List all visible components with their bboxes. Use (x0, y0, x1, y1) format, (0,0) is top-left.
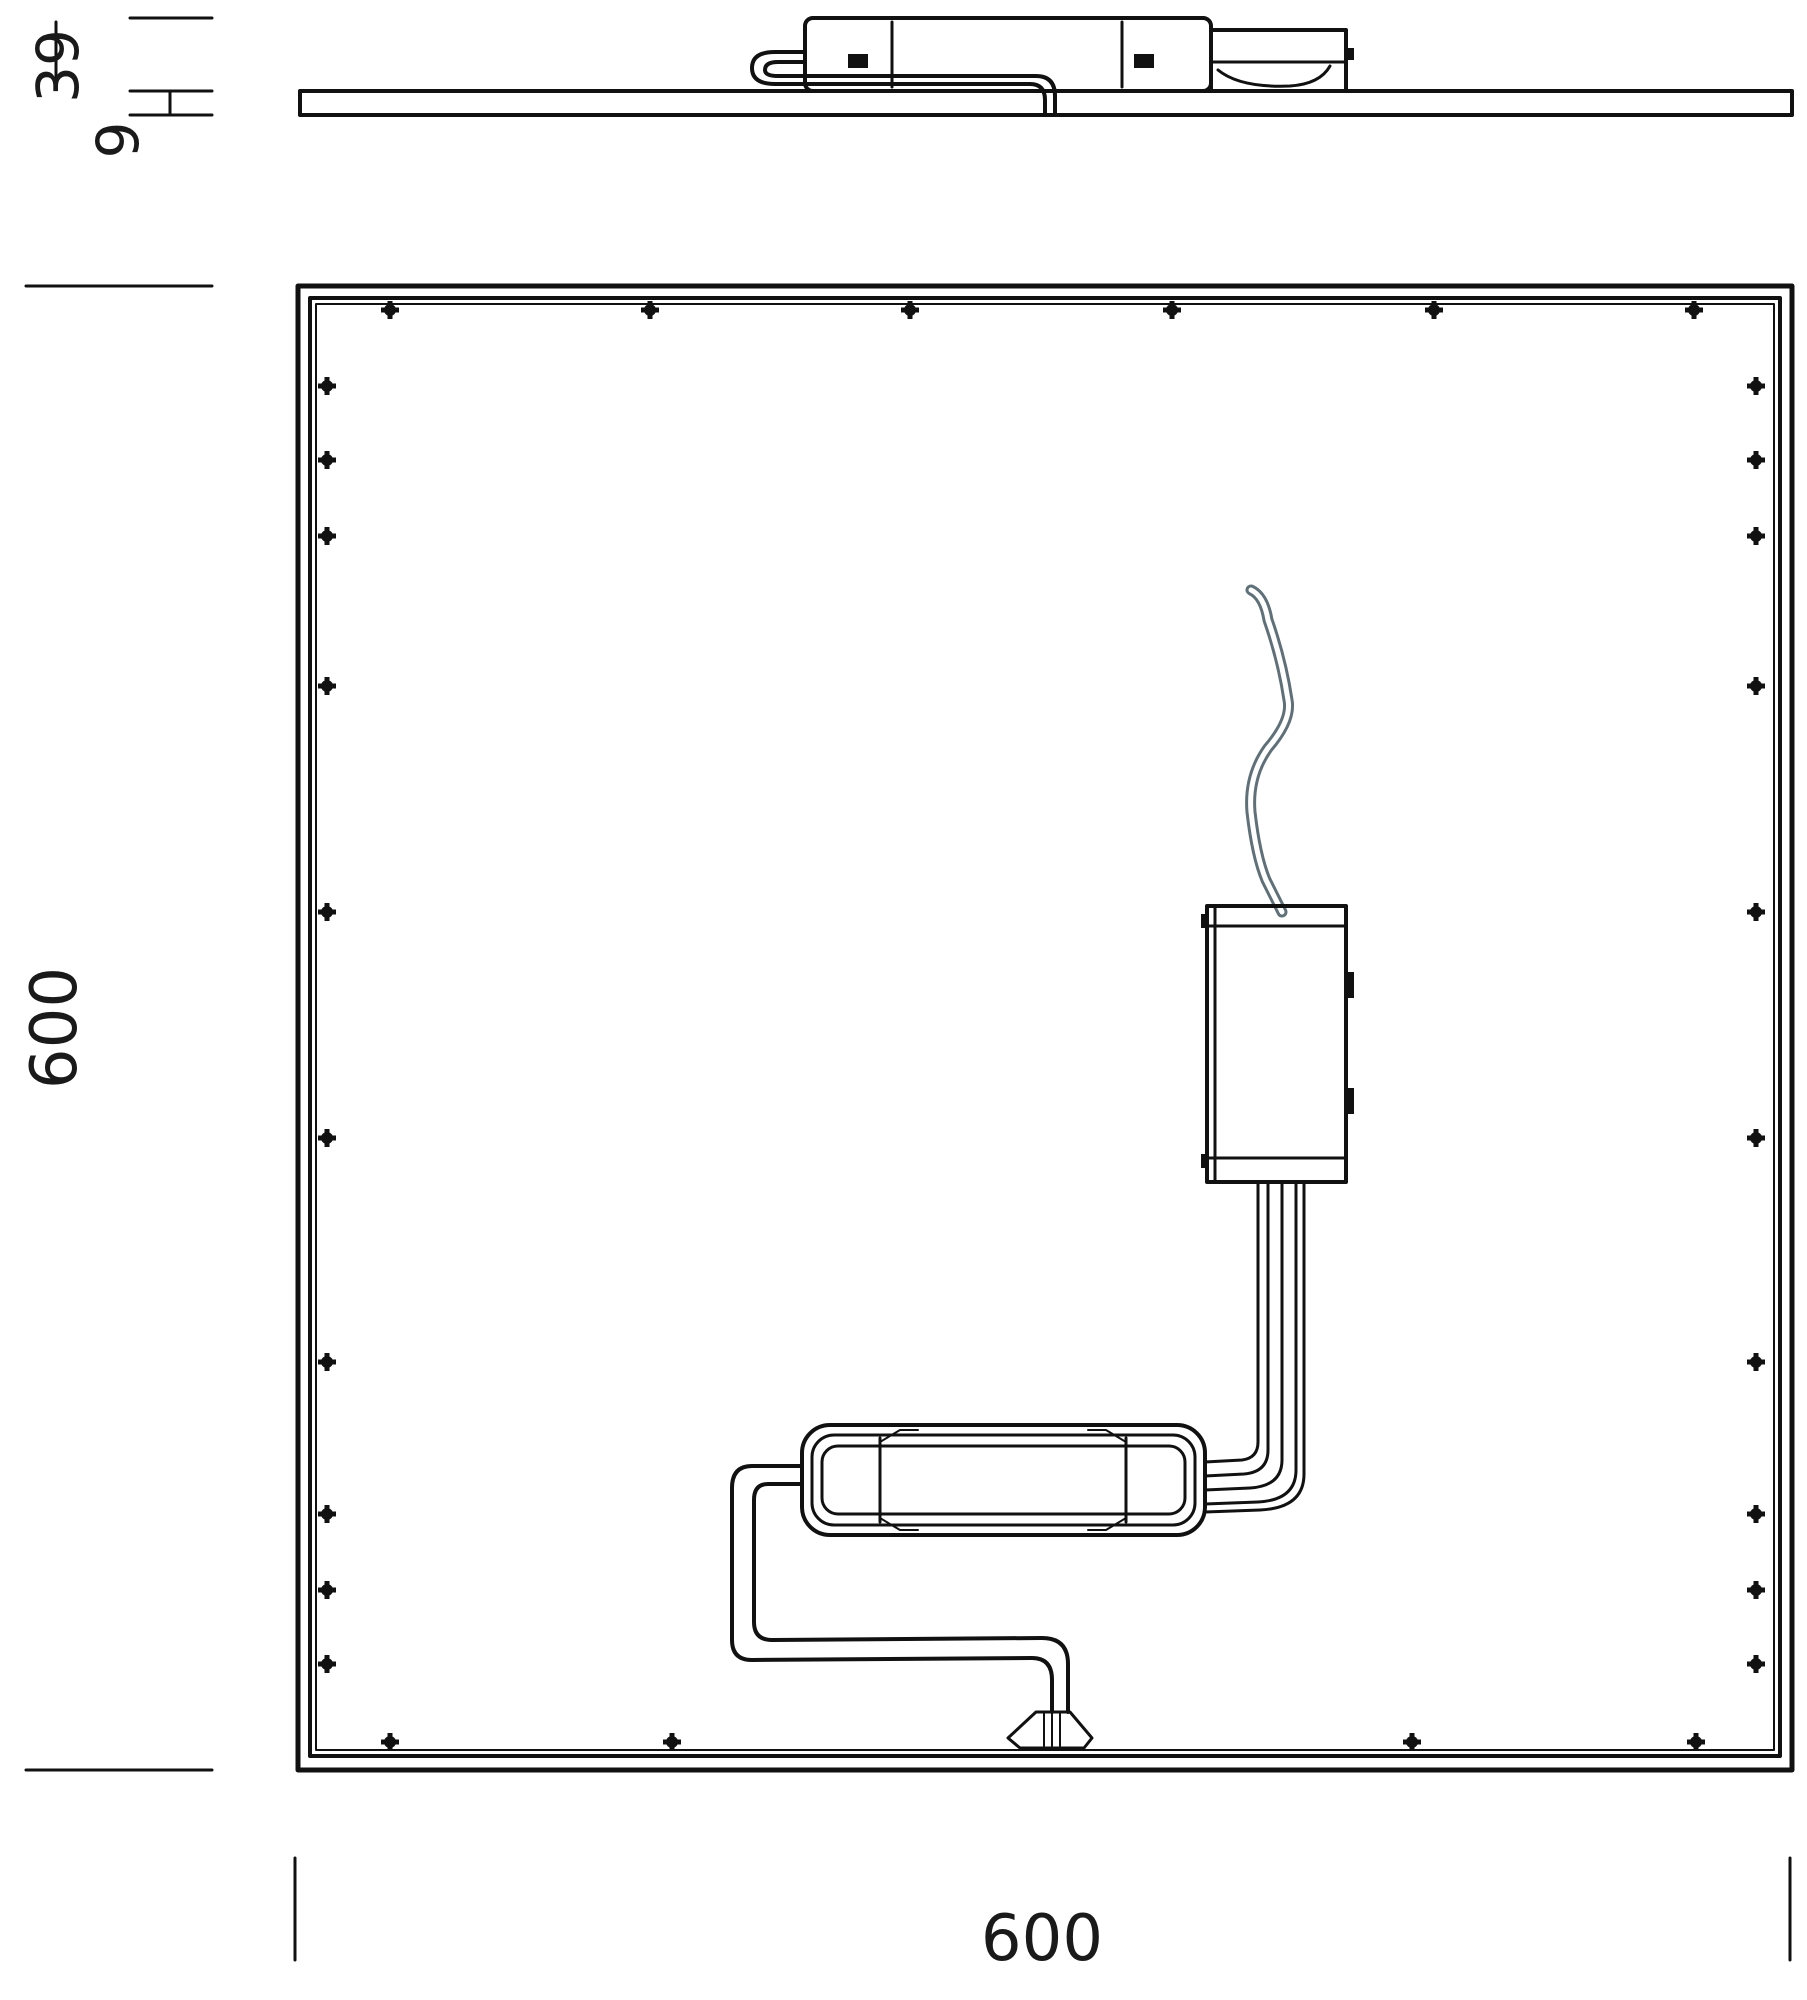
screw-icon (1747, 1353, 1765, 1371)
profile-junction-wires (1216, 64, 1332, 88)
screw-icon (1747, 1655, 1765, 1673)
junction-box (1201, 904, 1354, 1184)
screw-icon (1747, 377, 1765, 395)
panel-frame-inner-2 (315, 303, 1775, 1751)
junction-to-driver-wires (1203, 1180, 1306, 1514)
mains-cable (1245, 584, 1295, 918)
panel-frame-outer (295, 283, 1795, 1773)
profile-cable-loop-outer (750, 50, 1047, 117)
top-view (295, 283, 1795, 1773)
screw-icon (318, 1129, 336, 1147)
dim-600-height-label: 600 (18, 967, 92, 1089)
screw-icon (318, 451, 336, 469)
screw-icon (1747, 1129, 1765, 1147)
profile-clip-left (848, 54, 868, 68)
screw-icon (1687, 1733, 1705, 1751)
screw-icon (318, 1505, 336, 1523)
panel-frame-inner (308, 296, 1782, 1758)
profile-cable-loop-inner (763, 60, 1057, 117)
height-dimension-group: 600 (18, 284, 214, 1772)
screw-icon (1747, 1581, 1765, 1599)
screw-icon (318, 677, 336, 695)
profile-clip-right (1134, 54, 1154, 68)
profile-dimension-group: 39 9 (24, 16, 214, 159)
screw-icon (318, 903, 336, 921)
screw-icon (1403, 1733, 1421, 1751)
frame-screws (318, 301, 1765, 1751)
screw-icon (1163, 301, 1181, 319)
screw-icon (663, 1733, 681, 1751)
dim-39-label: 39 (24, 29, 92, 103)
side-profile-view (298, 16, 1794, 117)
screw-icon (318, 1581, 336, 1599)
mains-cable-core (1248, 587, 1292, 915)
led-cable-strain-relief (1006, 1710, 1094, 1750)
screw-icon (1747, 903, 1765, 921)
screw-icon (318, 1655, 336, 1673)
screw-icon (1747, 451, 1765, 469)
screw-icon (901, 301, 919, 319)
screw-icon (1747, 677, 1765, 695)
screw-icon (641, 301, 659, 319)
width-dimension-group: 600 (293, 1856, 1792, 1976)
screw-icon (318, 527, 336, 545)
led-driver (800, 1423, 1207, 1537)
profile-junction-tab (1346, 48, 1354, 60)
screw-icon (1425, 301, 1443, 319)
screw-icon (1747, 1505, 1765, 1523)
dim-600-width-label: 600 (981, 1902, 1103, 1976)
dim-9-label: 9 (84, 122, 152, 159)
screw-icon (381, 1733, 399, 1751)
screw-icon (1747, 527, 1765, 545)
led-cable (730, 1464, 1094, 1750)
screw-icon (381, 301, 399, 319)
screw-icon (318, 377, 336, 395)
screw-icon (318, 1353, 336, 1371)
screw-icon (1685, 301, 1703, 319)
